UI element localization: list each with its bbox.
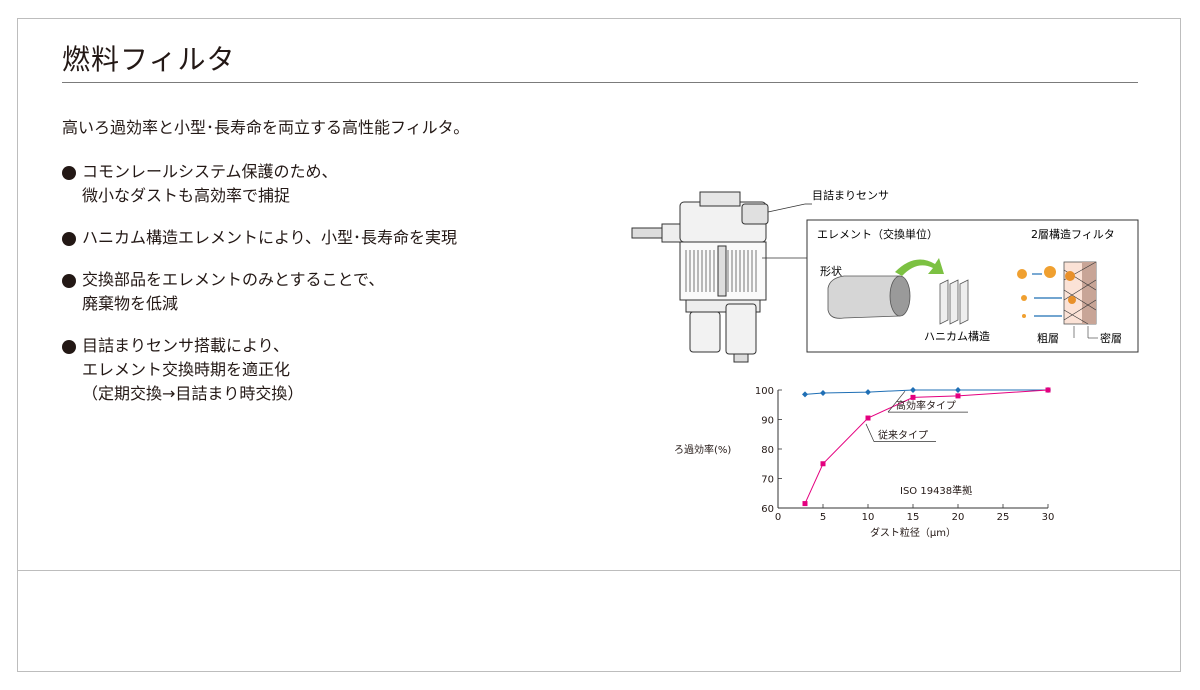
data-point [955, 393, 961, 399]
feature-line: エレメント交換時期を適正化 [82, 360, 291, 379]
feature-line: 廃棄物を低減 [82, 294, 179, 313]
feature-item: コモンレールシステム保護のため、 微小なダストも高効率で捕捉 [62, 160, 457, 208]
lead-text: 高いろ過効率と小型･長寿命を両立する高性能フィルタ。 [62, 118, 470, 137]
legend-leader [865, 423, 875, 442]
x-tick-label: 10 [862, 512, 875, 523]
data-point [1045, 387, 1051, 393]
series-line [804, 389, 1048, 395]
page-title: 燃料フィルタ [62, 43, 236, 76]
fuel-filter-illustration [631, 191, 769, 363]
x-tick-label: 25 [997, 512, 1010, 523]
y-tick-label: 60 [761, 504, 774, 515]
feature-line: （定期交換→目詰まり時交換） [82, 384, 304, 403]
feature-item: 交換部品をエレメントのみとすることで、 廃棄物を低減 [62, 268, 457, 316]
feature-line: 交換部品をエレメントのみとすることで、 [82, 270, 385, 289]
y-tick-label: 80 [761, 445, 774, 456]
filter-figure: 目詰まりセンサ エレメント（交換単位） 2層構造フィルタ 形状 ハニカム構造 [631, 188, 1139, 539]
y-axis-label: ろ過効率(%) [674, 443, 731, 456]
feature-item: ハニカム構造エレメントにより、小型･長寿命を実現 [62, 226, 457, 250]
feature-list: コモンレールシステム保護のため、 微小なダストも高効率で捕捉 ハニカム構造エレメ… [62, 160, 457, 424]
bullet-dot-icon [62, 232, 76, 246]
dense-layer-label: 密層 [1100, 331, 1122, 345]
data-point [802, 501, 808, 507]
data-point [820, 461, 826, 467]
feature-item: 目詰まりセンサ搭載により、 エレメント交換時期を適正化 （定期交換→目詰まり時交… [62, 334, 457, 406]
honeycomb-label: ハニカム構造 [924, 329, 990, 343]
legend-label: 従来タイプ [878, 429, 928, 442]
data-point [820, 389, 826, 396]
honeycomb-roll-icon [827, 275, 911, 319]
honeycomb-structure-icon [939, 279, 969, 325]
coarse-layer-label: 粗層 [1037, 332, 1059, 345]
content-frame [17, 18, 1181, 571]
legend-leader [887, 390, 906, 413]
two-layer-filter-icon [1017, 261, 1097, 325]
legend-label: 高効率タイプ [896, 399, 956, 412]
data-point [802, 391, 808, 398]
title-divider [62, 82, 1138, 83]
data-point [865, 415, 871, 421]
bullet-dot-icon [62, 274, 76, 288]
bullet-dot-icon [62, 340, 76, 354]
feature-line: ハニカム構造エレメントにより、小型･長寿命を実現 [82, 228, 458, 247]
chart-annotation: ISO 19438準拠 [900, 484, 972, 497]
x-tick-label: 0 [775, 512, 781, 523]
sensor-label: 目詰まりセンサ [812, 188, 889, 202]
two-layer-label: 2層構造フィルタ [1031, 227, 1115, 241]
x-tick-label: 5 [820, 512, 826, 523]
data-point [910, 394, 916, 400]
footer-frame [17, 571, 1181, 672]
x-axis-label: ダスト粒径（μm） [870, 526, 956, 539]
feature-line: 微小なダストも高効率で捕捉 [82, 186, 291, 205]
green-arrow-icon [895, 258, 944, 276]
data-point [910, 387, 916, 393]
y-tick-label: 90 [761, 416, 774, 427]
data-point [955, 387, 961, 393]
x-tick-label: 30 [1042, 512, 1055, 523]
data-point [865, 389, 871, 396]
shape-label: 形状 [820, 264, 842, 278]
bullet-dot-icon [62, 166, 76, 180]
feature-line: 目詰まりセンサ搭載により、 [82, 336, 290, 355]
feature-line: コモンレールシステム保護のため、 [82, 162, 338, 181]
series-line [804, 389, 1049, 504]
y-tick-label: 70 [761, 475, 774, 486]
y-tick-label: 100 [755, 386, 774, 397]
x-tick-label: 20 [952, 512, 965, 523]
element-label: エレメント（交換単位） [817, 227, 938, 241]
x-tick-label: 15 [907, 512, 920, 523]
filtration-efficiency-chart: 0 5 10 15 20 25 30 60 70 80 90 100 ろ過効率(%) ダスト粒径（μm） I… [674, 386, 1054, 539]
